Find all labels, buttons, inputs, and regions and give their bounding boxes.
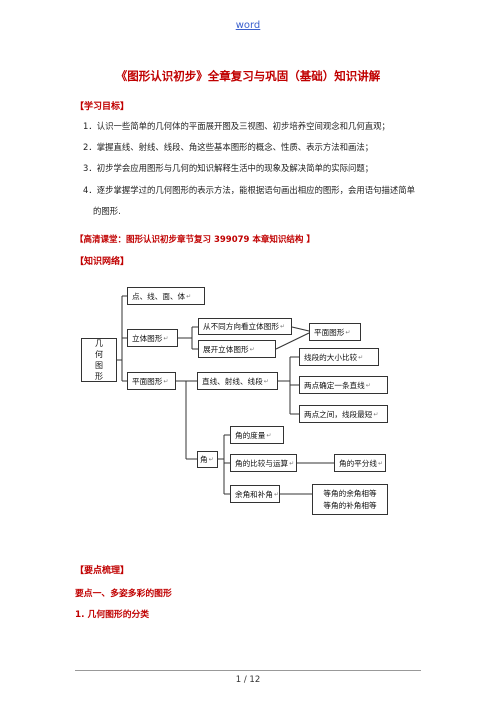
node-angle: 角↵ <box>197 451 218 468</box>
node-unfold-label: 展开立体图形 <box>203 344 249 354</box>
node-equal-angles: 等角的余角相等 等角的补角相等 <box>312 484 388 515</box>
page-number: 1 / 12 <box>235 675 261 685</box>
node-point-line: 点、线、面、体↵ <box>127 287 205 305</box>
node-measure-label: 角的度量 <box>235 430 266 440</box>
node-mark: ↵ <box>208 456 214 463</box>
network-heading: 【知识网络】 <box>75 257 130 267</box>
footer-rule <box>75 670 421 671</box>
document-title: 《图形认识初步》全章复习与巩固（基础）知识讲解 <box>115 69 381 83</box>
node-bisector-label: 角的平分线 <box>339 458 377 468</box>
node-shortest: 两点之间，线段最短↵ <box>299 405 388 423</box>
node-views-label: 从不同方向看立体图形 <box>203 322 279 331</box>
root-char-4: 形 <box>95 372 103 381</box>
node-mark: ↵ <box>279 323 285 330</box>
node-compare-segment-label: 线段的大小比较 <box>304 352 358 362</box>
objective-item-2: 2．掌握直线、射线、线段、角这些基本图形的概念、性质、表示方法和画法； <box>83 142 374 152</box>
node-mark: ↵ <box>249 345 255 353</box>
root-char-2: 何 <box>95 350 103 359</box>
key-point-1: 要点一、多姿多彩的图形 <box>75 589 172 599</box>
node-views: 从不同方向看立体图形↵ <box>198 318 292 335</box>
node-mark: ↵ <box>358 353 364 361</box>
objective-item-4: 4．逐步掌握学过的几何图形的表示方法，能根据语句画出相应的图形，会用语句描述简单 <box>83 185 415 195</box>
node-plane: 平面图形↵ <box>309 323 361 341</box>
node-mark: ↵ <box>163 377 169 385</box>
node-plane-label: 平面图形 <box>314 327 345 337</box>
node-plane-figure: 平面图形↵ <box>127 372 176 390</box>
node-mark: ↵ <box>266 431 272 439</box>
node-equal-comp-label: 等角的余角相等 <box>323 488 377 498</box>
node-point-line-label: 点、线、面、体 <box>132 291 186 301</box>
node-solid-label: 立体图形 <box>132 333 163 343</box>
node-mark: ↵ <box>263 377 269 385</box>
node-complement: 余角和补角↵ <box>230 485 280 503</box>
node-angle-label: 角 <box>200 455 208 464</box>
header-word[interactable]: word <box>235 20 261 31</box>
node-shortest-label: 两点之间，线段最短 <box>304 409 373 419</box>
node-compare-angle-label: 角的比较与运算 <box>235 458 289 468</box>
node-mark: ↵ <box>273 490 279 498</box>
node-equal-supp-label: 等角的补角相等 <box>323 500 377 510</box>
node-mark: ↵ <box>373 410 379 418</box>
node-bisector: 角的平分线↵ <box>334 454 386 472</box>
node-mark: ↵ <box>289 459 295 467</box>
root-node: 几 何 图 形 <box>81 338 117 382</box>
key-point-1-sub: 1. 几何图形的分类 <box>75 610 150 620</box>
lecture-note: 【高清课堂：图形认识初步章节复习 399079 本章知识结构 】 <box>75 235 315 245</box>
node-lines-label: 直线、射线、线段 <box>202 376 263 386</box>
node-two-points-label: 两点确定一条直线 <box>304 380 365 390</box>
node-lines: 直线、射线、线段↵ <box>197 372 278 390</box>
node-complement-label: 余角和补角 <box>235 489 273 499</box>
node-measure: 角的度量↵ <box>230 426 284 444</box>
node-two-points: 两点确定一条直线↵ <box>299 376 388 394</box>
objectives-heading: 【学习目标】 <box>75 102 130 112</box>
node-compare-segment: 线段的大小比较↵ <box>299 348 379 366</box>
node-compare-angle: 角的比较与运算↵ <box>230 454 297 472</box>
root-char-3: 图 <box>95 361 103 370</box>
node-unfold: 展开立体图形↵ <box>198 340 276 358</box>
root-char-1: 几 <box>95 339 103 348</box>
node-mark: ↵ <box>163 334 169 342</box>
node-mark: ↵ <box>365 381 371 389</box>
node-mark: ↵ <box>345 328 351 336</box>
objective-item-1: 1．认识一些简单的几何体的平面展开图及三视图、初步培养空间观念和几何直观； <box>83 121 390 131</box>
objective-item-3: 3．初步学会应用图形与几何的知识解释生活中的现象及解决简单的实际问题； <box>83 163 374 173</box>
node-plane-figure-label: 平面图形 <box>132 376 163 386</box>
objective-item-4-cont: 的图形. <box>93 206 121 216</box>
node-mark: ↵ <box>377 459 383 467</box>
key-points-heading: 【要点梳理】 <box>75 566 130 576</box>
node-mark: ↵ <box>186 292 192 300</box>
node-solid: 立体图形↵ <box>127 329 178 347</box>
